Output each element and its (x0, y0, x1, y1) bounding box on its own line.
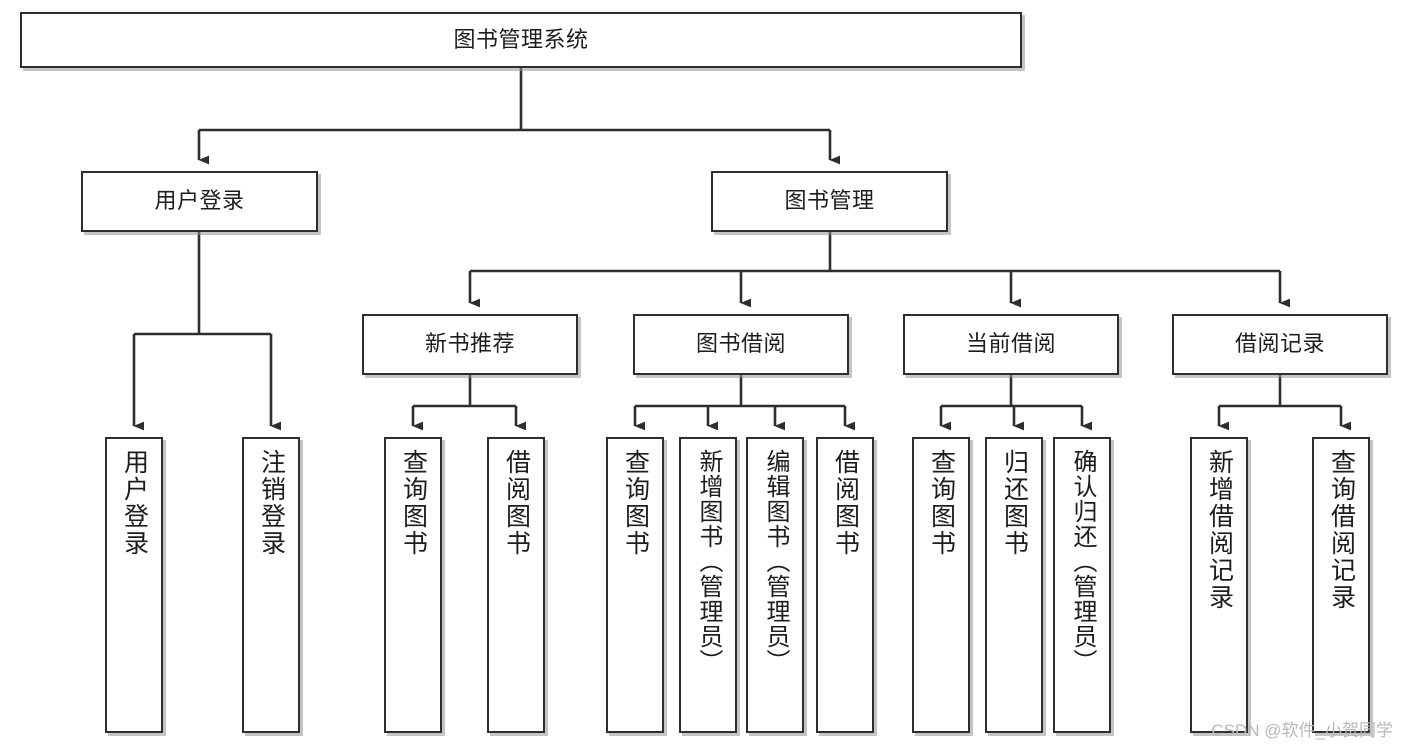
node-leaf-query-book-3[interactable]: 查询图书 (912, 437, 970, 733)
edges-newbook-to-leaves (411, 375, 527, 431)
node-new-book-recommend[interactable]: 新书推荐 (362, 314, 578, 375)
node-leaf-add-record[interactable]: 新增借阅记录 (1190, 437, 1248, 733)
node-label: 查询图书 (927, 449, 956, 557)
node-label: 新增图书（管理员） (694, 449, 722, 674)
node-label: 新增借阅记录 (1205, 449, 1234, 611)
csdn-watermark: CSDN @软件_小贺同学 (1211, 721, 1393, 740)
node-book-manage[interactable]: 图书管理 (711, 171, 948, 232)
node-borrow-record[interactable]: 借阅记录 (1172, 314, 1388, 375)
node-leaf-confirm-return[interactable]: 确认归还（管理员） (1053, 437, 1111, 733)
node-leaf-add-book[interactable]: 新增图书（管理员） (679, 437, 737, 733)
node-label: 查询图书 (399, 449, 428, 557)
node-book-borrow[interactable]: 图书借阅 (633, 314, 849, 375)
node-label: 确认归还（管理员） (1068, 449, 1096, 674)
edges-root-to-level2 (197, 68, 841, 165)
edges-bookmanage-to-level3 (468, 232, 1291, 308)
node-leaf-edit-book[interactable]: 编辑图书（管理员） (746, 437, 804, 733)
node-label: 编辑图书（管理员） (761, 449, 789, 674)
node-leaf-borrow-book-1[interactable]: 借阅图书 (487, 437, 545, 733)
node-label: 注销登录 (257, 449, 286, 557)
node-current-borrow[interactable]: 当前借阅 (903, 314, 1119, 375)
node-label: 借阅记录 (1234, 331, 1325, 357)
node-label: 新书推荐 (424, 331, 515, 357)
node-user-login[interactable]: 用户登录 (81, 171, 318, 232)
node-leaf-logout[interactable]: 注销登录 (242, 437, 300, 733)
node-label: 用户登录 (120, 449, 149, 557)
node-root-system[interactable]: 图书管理系统 (20, 12, 1022, 68)
edges-userlogin-to-leaves (132, 232, 282, 431)
node-leaf-query-record[interactable]: 查询借阅记录 (1312, 437, 1370, 733)
node-leaf-query-book-2[interactable]: 查询图书 (606, 437, 664, 733)
node-label: 图书借阅 (695, 331, 786, 357)
node-label: 归还图书 (1000, 449, 1029, 557)
node-label: 查询图书 (621, 449, 650, 557)
edges-currentborrow-to-leaves (939, 375, 1093, 431)
node-leaf-user-login[interactable]: 用户登录 (105, 437, 163, 733)
node-leaf-return-book[interactable]: 归还图书 (985, 437, 1043, 733)
node-label: 借阅图书 (831, 449, 860, 557)
node-label: 图书管理 (784, 188, 875, 214)
node-label: 用户登录 (154, 188, 245, 214)
edges-borrowrecord-to-leaves (1217, 375, 1352, 431)
node-leaf-borrow-book-2[interactable]: 借阅图书 (816, 437, 874, 733)
edges-bookborrow-to-leaves (633, 375, 856, 431)
node-leaf-query-book-1[interactable]: 查询图书 (384, 437, 442, 733)
node-label: 查询借阅记录 (1327, 449, 1356, 611)
node-label: 当前借阅 (965, 331, 1056, 357)
node-label: 图书管理系统 (453, 26, 589, 52)
node-label: 借阅图书 (502, 449, 531, 557)
